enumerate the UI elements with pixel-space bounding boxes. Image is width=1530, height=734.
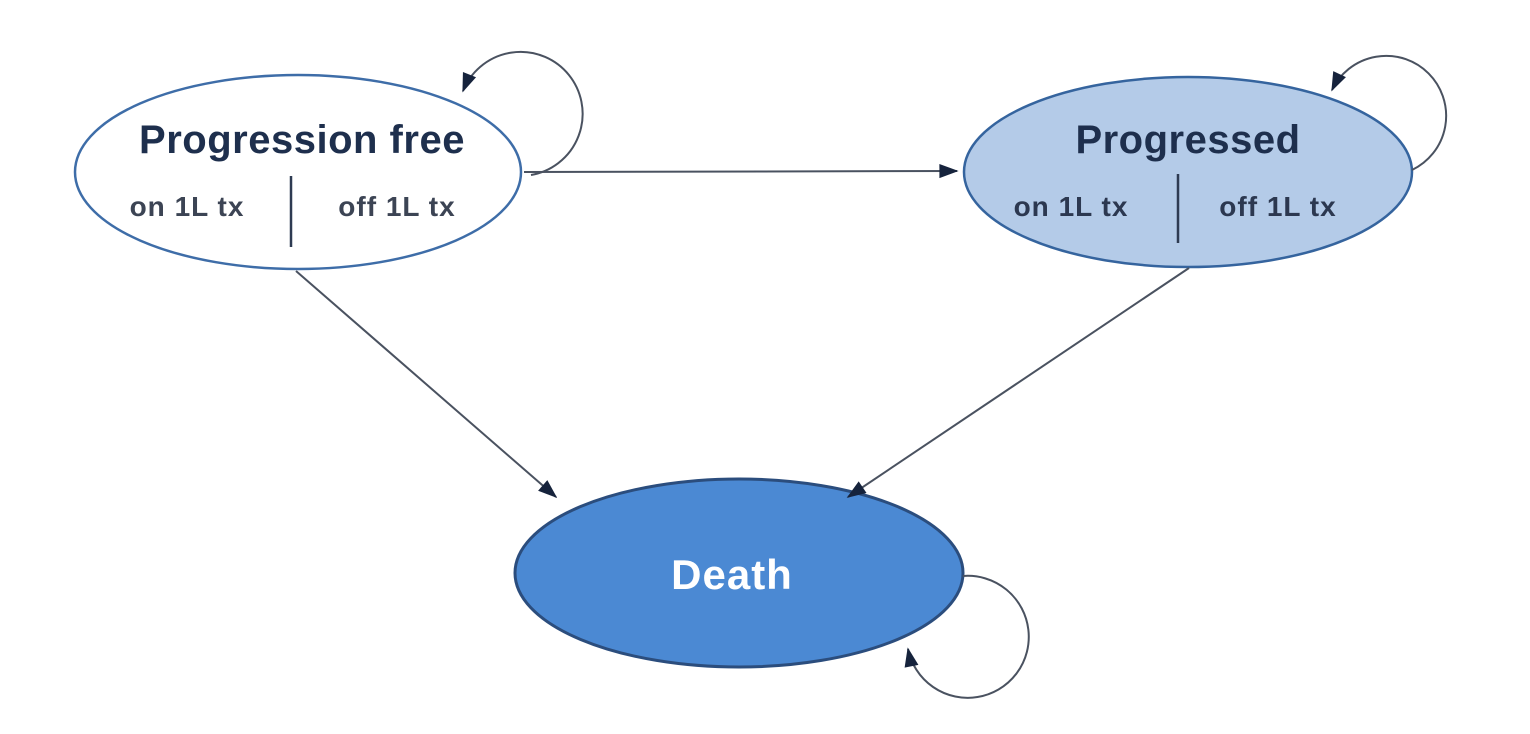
edge-progression-free-to-progressed <box>523 164 959 179</box>
self-loop-progressed <box>1331 54 1448 171</box>
node-progression-free-sublabel-off: off 1L tx <box>338 191 455 222</box>
node-progressed-ellipse <box>962 75 1414 269</box>
self-loop-progression-free <box>462 50 584 176</box>
node-progressed-sublabel-off: off 1L tx <box>1219 191 1336 222</box>
node-progressed: Progressed on 1L tx off 1L tx <box>962 75 1414 269</box>
node-progressed-label: Progressed <box>1075 118 1300 162</box>
node-death: Death <box>513 477 965 669</box>
node-death-ellipse <box>513 477 965 669</box>
node-progression-free-ellipse <box>73 73 523 271</box>
node-death-label: Death <box>671 551 793 598</box>
self-loop-death <box>904 574 1030 699</box>
node-progression-free: Progression free on 1L tx off 1L tx <box>73 73 523 271</box>
edges <box>295 50 1448 699</box>
node-progressed-sublabel-on: on 1L tx <box>1014 191 1129 222</box>
edge-progression-free-to-death <box>295 270 558 499</box>
node-progression-free-sublabel-on: on 1L tx <box>130 191 245 222</box>
edge-progressed-to-death <box>846 267 1190 498</box>
node-progression-free-label: Progression free <box>139 118 465 162</box>
